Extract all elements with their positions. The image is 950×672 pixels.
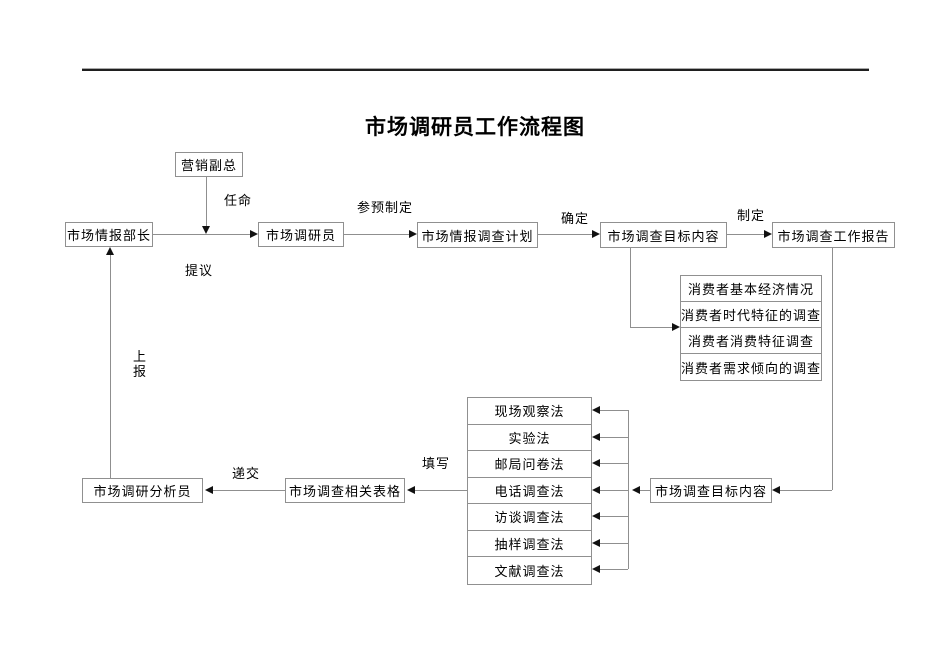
node-researcher: 市场调研员 [258,222,344,247]
list-item: 现场观察法 [468,398,591,425]
connector-methods-bus [628,410,629,569]
arrowhead-right-icon [672,323,680,331]
edge-label-propose: 提议 [185,263,214,278]
list-item: 抽样调查法 [468,531,591,557]
arrowhead-left-icon [592,565,600,573]
connector-target-down [630,248,631,327]
connector-target-report [727,234,765,235]
arrowhead-right-icon [409,230,417,238]
arrowhead-left-icon [592,539,600,547]
connector-method-stub [600,543,628,544]
connector-chief-researcher [153,234,250,235]
page-title: 市场调研员工作流程图 [365,115,585,139]
edge-label-confirm: 确定 [561,211,590,226]
connector-target-consumerlist [630,327,672,328]
arrowhead-down-icon [202,226,210,234]
connector-vp-down [206,177,207,228]
node-survey-forms: 市场调查相关表格 [285,478,405,503]
list-item: 电话调查法 [468,478,591,504]
list-item: 邮局问卷法 [468,451,591,478]
connector-method-stub [600,410,628,411]
arrowhead-left-icon [592,486,600,494]
arrowhead-left-icon [407,486,415,494]
connector-plan-target [538,234,593,235]
edge-label-formulate: 制定 [737,208,766,223]
list-item: 消费者时代特征的调查 [681,302,821,328]
node-research-analyst: 市场调研分析员 [82,478,203,503]
connector-forms-analyst [213,490,285,491]
arrowhead-right-icon [250,230,258,238]
edge-label-report-up: 上报 [132,349,147,379]
arrowhead-left-icon [592,406,600,414]
connector-target2-methods [640,490,650,491]
connector-methods-forms [414,490,467,491]
arrowhead-left-icon [592,512,600,520]
connector-report-target2 [780,490,832,491]
arrowhead-right-icon [592,230,600,238]
connector-method-stub [600,569,628,570]
list-item: 实验法 [468,425,591,451]
list-item: 消费者需求倾向的调查 [681,360,822,376]
connector-method-stub [600,516,628,517]
connector-method-stub [600,437,628,438]
arrowhead-left-icon [205,486,213,494]
header-rule [82,68,869,71]
edge-label-appoint: 任命 [224,193,253,208]
arrowhead-up-icon [106,247,114,255]
node-survey-target-content: 市场调查目标内容 [600,222,727,248]
arrowhead-left-icon [772,486,780,494]
node-survey-work-report: 市场调查工作报告 [772,222,895,248]
edge-label-submit: 递交 [232,466,261,481]
node-intel-survey-plan: 市场情报调查计划 [417,222,538,248]
consumer-survey-list: 消费者基本经济情况 消费者时代特征的调查 消费者消费特征调查 消费者需求倾向的调… [680,275,822,381]
node-intel-chief: 市场情报部长 [65,222,153,247]
list-item: 消费者消费特征调查 [681,328,821,354]
list-item: 访谈调查法 [468,504,591,531]
arrowhead-left-icon [632,486,640,494]
connector-method-stub [600,490,628,491]
node-vp-marketing: 营销副总 [175,152,243,177]
arrowhead-left-icon [592,433,600,441]
edge-label-fill: 填写 [422,456,451,471]
list-item: 消费者基本经济情况 [681,276,821,302]
node-survey-target-content-2: 市场调查目标内容 [650,478,772,503]
survey-methods-list: 现场观察法 实验法 邮局问卷法 电话调查法 访谈调查法 抽样调查法 文献调查法 [467,397,592,585]
arrowhead-right-icon [764,230,772,238]
connector-researcher-plan [344,234,410,235]
edge-label-participate: 参预制定 [357,200,414,215]
list-item: 文献调查法 [494,563,565,579]
arrowhead-left-icon [592,459,600,467]
connector-method-stub [600,463,628,464]
connector-analyst-up [110,255,111,478]
connector-report-down [832,248,833,490]
